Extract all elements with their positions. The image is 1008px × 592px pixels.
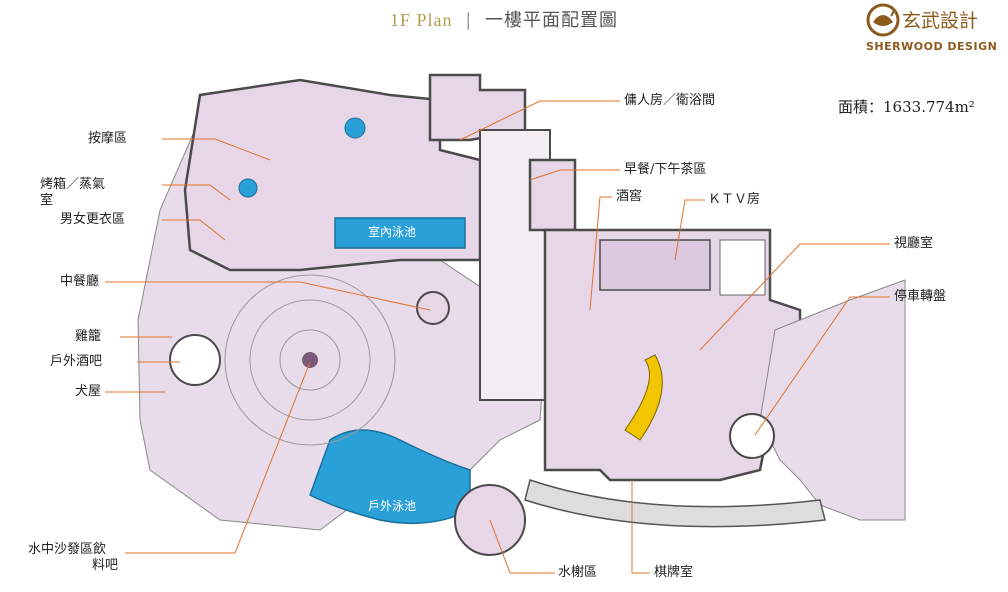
brand-logo: 玄武設計 SHERWOOD DESIGN [866,2,998,58]
leader-av [699,243,890,351]
floor-area: 面積：1633.774m² [838,96,975,117]
leader-wine [589,196,612,311]
spiral-stair [624,354,663,441]
leader-ktv [674,199,705,261]
label-sauna-line1: 烤箱／蒸氣 [40,177,106,192]
label-doghouse: 犬屋 [75,384,102,399]
label-av-room: 視廳室 [894,236,934,251]
title-separator: | [465,10,473,31]
indoor-pool-shape [334,217,466,249]
label-water-sofa-line2: 料吧 [92,558,119,573]
logo-text-zh: 玄武設計 [902,10,979,32]
label-dining: 中餐廳 [60,274,100,289]
page-title: 1F Plan | 一樓平面配置圖 [0,6,1008,32]
label-breakfast: 早餐/下午茶區 [624,162,707,177]
label-locker: 男女更衣區 [60,212,126,227]
dining-table [416,291,450,325]
central-lawn-inner [279,329,341,391]
garage-slots [719,239,766,296]
label-turntable: 停車轉盤 [894,289,947,304]
turntable-circle [729,413,775,459]
label-servant: 傭人房／衛浴間 [624,93,716,108]
leader-massage [162,138,271,161]
curved-arcade [524,479,826,528]
leader-water-sofa [125,361,311,554]
label-water-sofa-line1: 水中沙發區飲 [28,542,107,557]
label-pavilion: 水榭區 [558,565,598,580]
leader-lines [105,100,890,574]
sauna-pool [238,178,258,198]
central-lawn-outer [224,274,396,446]
label-indoor-pool: 室內泳池 [368,225,417,239]
floor-area-label: 面積： [838,98,884,116]
jacuzzi [344,117,366,139]
label-sauna-line2: 室 [40,193,54,208]
servant-block [428,73,527,142]
central-lawn-mid [249,299,371,421]
leader-sauna [162,184,231,201]
ktv-room [599,239,711,291]
leader-breakfast [529,169,620,181]
floor-area-value: 1633.774m² [883,98,975,116]
title-zh: 一樓平面配置圖 [485,10,619,31]
logo-text-en: SHERWOOD DESIGN [866,40,998,53]
label-mahjong: 棋牌室 [654,565,694,580]
label-outdoor-bar: 戶外酒吧 [50,354,103,369]
leader-locker [162,219,226,241]
outdoor-bar-circle [169,334,221,386]
title-en: 1F Plan [389,10,453,30]
leader-turntable [754,296,890,436]
label-massage: 按摩區 [88,131,128,146]
leader-dining [105,281,431,311]
label-outdoor-pool: 戶外泳池 [368,499,417,513]
label-wine: 酒窖 [616,189,643,204]
leader-pavilion [489,519,555,574]
leader-mahjong [631,480,650,574]
tortoise-logo-icon [866,3,900,37]
label-ktv: ＫＴＶ房 [708,192,761,207]
label-coop: 雞籠 [75,329,102,344]
leader-servant [459,100,620,141]
lawn-center-dot [302,352,318,368]
